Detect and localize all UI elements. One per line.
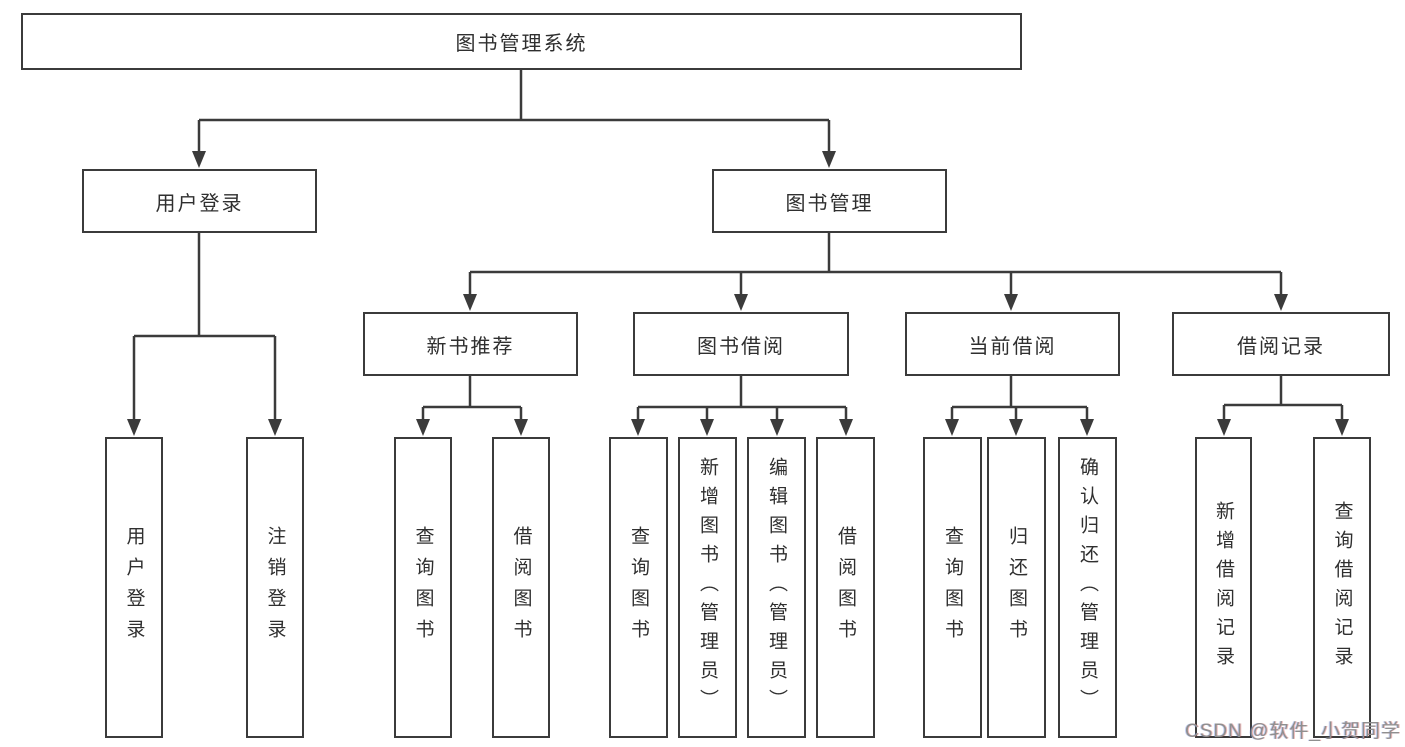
node-book-borrow: 图书借阅 [633, 312, 849, 376]
leaf-current-return-books: 归还图书 [987, 437, 1046, 738]
node-root-system-label: 图书管理系统 [455, 33, 588, 55]
node-new-book-recommend-label: 新书推荐 [426, 335, 515, 358]
leaf-user-login-label: 用户登录 [123, 525, 145, 650]
connector-bookborrow-to-leaves [636, 376, 848, 424]
leaf-history-add-record: 新增借阅记录 [1195, 437, 1252, 738]
leaf-borrow-add-books-admin-label: 新增图书（管理员） [697, 457, 718, 718]
csdn-watermark: CSDN @软件_小贺同学 [1185, 721, 1401, 742]
leaf-history-query-record: 查询借阅记录 [1313, 437, 1371, 738]
leaf-borrow-borrow-books-label: 借阅图书 [835, 525, 856, 650]
node-current-borrow: 当前借阅 [905, 312, 1120, 376]
leaf-borrow-edit-books-admin: 编辑图书（管理员） [747, 437, 806, 738]
leaf-current-confirm-return-admin: 确认归还（管理员） [1058, 437, 1117, 738]
connector-root-to-level1 [197, 70, 831, 156]
leaf-logout: 注销登录 [246, 437, 304, 738]
leaf-borrow-borrow-books: 借阅图书 [816, 437, 875, 738]
leaf-borrow-query-books-label: 查询图书 [628, 525, 649, 650]
node-user-login: 用户登录 [82, 169, 317, 233]
node-root-system: 图书管理系统 [21, 13, 1022, 70]
leaf-recommend-query-books-label: 查询图书 [412, 525, 434, 650]
leaf-borrow-query-books: 查询图书 [609, 437, 668, 738]
node-user-login-label: 用户登录 [155, 192, 244, 215]
leaf-logout-label: 注销登录 [264, 525, 286, 650]
node-new-book-recommend: 新书推荐 [363, 312, 578, 376]
connector-borrowhistory-to-leaves [1222, 376, 1344, 424]
node-borrow-history-label: 借阅记录 [1237, 335, 1325, 358]
leaf-current-return-books-label: 归还图书 [1006, 525, 1027, 650]
leaf-current-confirm-return-admin-label: 确认归还（管理员） [1077, 457, 1098, 718]
connector-newbookrec-to-leaves [421, 376, 523, 424]
node-book-management: 图书管理 [712, 169, 947, 233]
leaf-recommend-query-books: 查询图书 [394, 437, 452, 738]
leaf-current-query-books-label: 查询图书 [942, 525, 963, 650]
leaf-borrow-add-books-admin: 新增图书（管理员） [678, 437, 737, 738]
leaf-recommend-borrow-books-label: 借阅图书 [510, 525, 532, 650]
connector-currentborrow-to-leaves [950, 376, 1089, 424]
leaf-recommend-borrow-books: 借阅图书 [492, 437, 550, 738]
leaf-borrow-edit-books-admin-label: 编辑图书（管理员） [766, 457, 787, 718]
node-current-borrow-label: 当前借阅 [968, 335, 1057, 358]
leaf-history-query-record-label: 查询借阅记录 [1331, 500, 1353, 675]
leaf-user-login: 用户登录 [105, 437, 163, 738]
node-book-management-label: 图书管理 [785, 192, 874, 215]
node-book-borrow-label: 图书借阅 [697, 335, 785, 358]
arrowheads [127, 151, 1349, 436]
leaf-current-query-books: 查询图书 [923, 437, 982, 738]
node-borrow-history: 借阅记录 [1172, 312, 1390, 376]
connector-userlogin-to-leaves [132, 233, 277, 424]
connector-bookmgmt-to-level2 [468, 233, 1283, 299]
leaf-history-add-record-label: 新增借阅记录 [1213, 500, 1234, 675]
